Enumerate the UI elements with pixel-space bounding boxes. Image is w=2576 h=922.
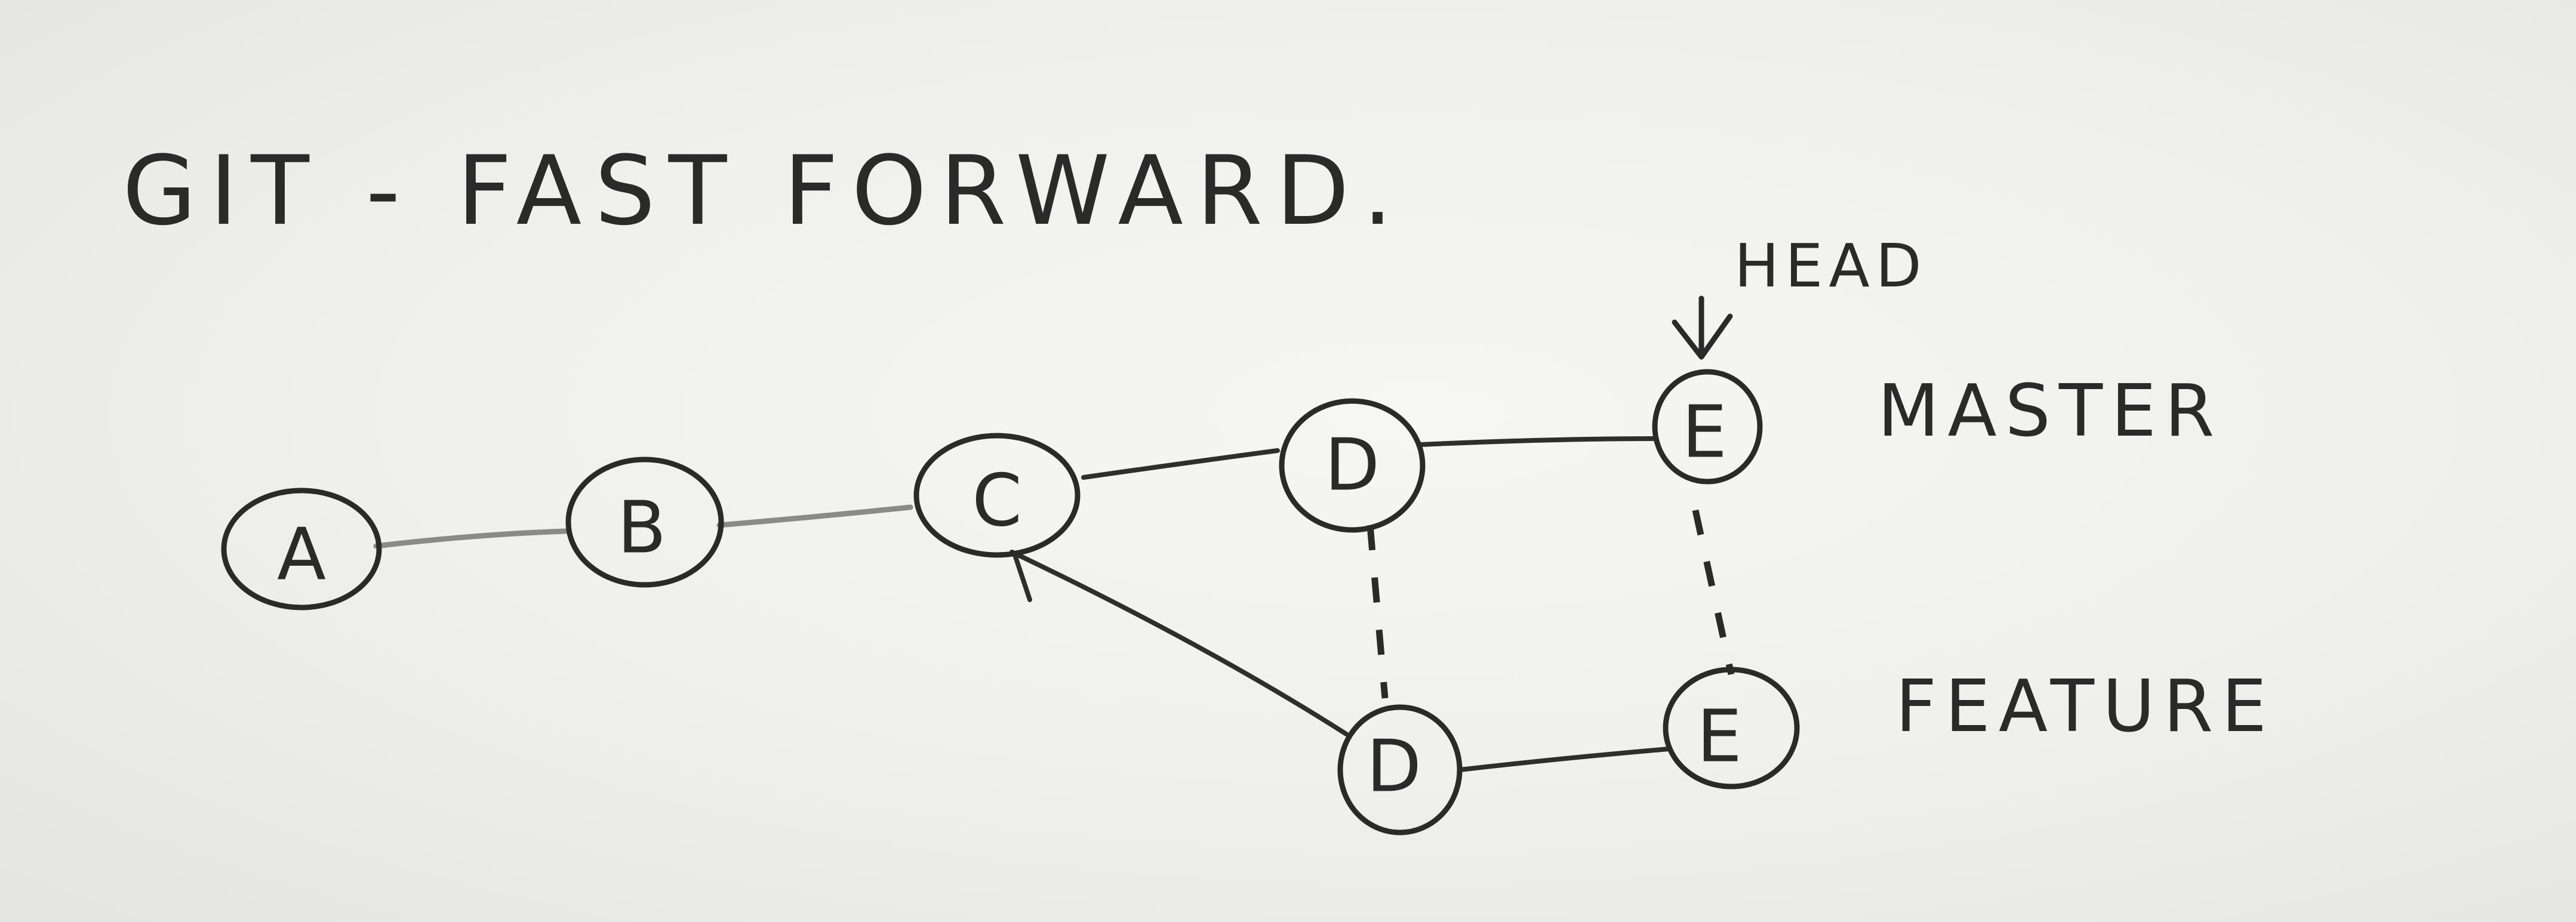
commit-node-feature-e: E xyxy=(1663,667,1800,790)
head-arrow-icon xyxy=(1672,295,1733,360)
branch-label-feature: FEATURE xyxy=(1895,665,2275,748)
edge-master-d-e xyxy=(1418,436,1656,447)
diagram-title: GIT - FAST FORWARD. xyxy=(122,135,1406,246)
commit-label-b: B xyxy=(617,487,666,570)
edge-feature-d-e xyxy=(1457,747,1671,772)
head-label: HEAD xyxy=(1734,231,1928,301)
commit-node-b: B xyxy=(565,457,724,588)
commit-label-a: A xyxy=(277,514,326,597)
edge-a-b xyxy=(373,528,570,549)
commit-label-master-d: D xyxy=(1325,424,1380,507)
commit-label-feature-e: E xyxy=(1697,696,1742,779)
edge-b-c xyxy=(716,504,913,528)
commit-label-c: C xyxy=(972,460,1022,543)
dashed-link-d xyxy=(1367,525,1389,699)
edge-tail-mark xyxy=(1012,553,1032,602)
commit-node-c: C xyxy=(913,433,1081,558)
edge-feature-d-c xyxy=(1010,550,1349,736)
commit-node-feature-d: D xyxy=(1337,704,1463,835)
branch-label-master: MASTER xyxy=(1878,370,2223,453)
commit-node-a: A xyxy=(221,488,382,610)
edge-c-master-d xyxy=(1081,448,1280,480)
dashed-link-e xyxy=(1692,509,1735,676)
commit-node-master-e: E xyxy=(1652,369,1763,485)
commit-label-master-e: E xyxy=(1682,391,1727,474)
commit-label-feature-d: D xyxy=(1367,726,1421,809)
commit-node-master-d: D xyxy=(1279,398,1426,533)
